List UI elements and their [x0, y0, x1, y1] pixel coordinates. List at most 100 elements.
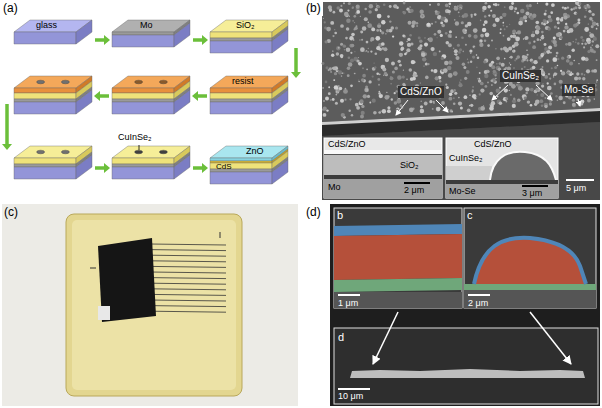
- layer-front: [210, 88, 272, 93]
- grain: [563, 101, 566, 104]
- grain: [426, 23, 431, 28]
- grain: [446, 41, 450, 45]
- grain: [541, 36, 545, 40]
- grain: [351, 114, 353, 116]
- layer-side: [174, 155, 190, 179]
- grain: [496, 89, 500, 93]
- panel-label: (c): [4, 206, 18, 220]
- grain: [341, 75, 343, 77]
- grain: [349, 98, 351, 100]
- grain: [473, 28, 478, 33]
- grain: [541, 31, 544, 34]
- grain: [557, 58, 559, 60]
- grain: [474, 47, 475, 48]
- grain: [500, 32, 502, 34]
- grain: [369, 102, 371, 104]
- grain: [550, 92, 553, 95]
- grain: [509, 90, 510, 91]
- grain: [553, 75, 554, 76]
- grain: [437, 107, 440, 110]
- grain: [413, 71, 414, 72]
- grain: [472, 89, 474, 91]
- grain: [387, 109, 391, 113]
- grain: [376, 46, 380, 50]
- grain: [492, 14, 496, 18]
- grain: [512, 50, 514, 52]
- inset-image: [324, 154, 442, 155]
- grain: [548, 18, 552, 22]
- grain: [575, 41, 577, 43]
- grain: [371, 27, 375, 31]
- grain: [548, 73, 550, 75]
- grain: [585, 8, 586, 9]
- grain: [517, 98, 520, 101]
- cell-stripe: [150, 283, 226, 284]
- cell-stripe: [150, 255, 226, 256]
- grain: [391, 62, 395, 66]
- grain: [399, 53, 403, 57]
- layer-label: CdS: [216, 162, 232, 171]
- grain: [403, 35, 406, 38]
- grain: [456, 56, 460, 60]
- grain: [541, 71, 545, 75]
- grain: [455, 21, 459, 25]
- grain: [399, 41, 404, 46]
- grain: [385, 33, 386, 34]
- grain: [372, 99, 376, 103]
- grain: [514, 42, 519, 47]
- grain: [323, 100, 325, 102]
- grain: [418, 37, 421, 40]
- grain: [469, 94, 470, 95]
- grain: [322, 62, 325, 65]
- inset-image: [446, 166, 492, 180]
- grain: [362, 74, 366, 78]
- grain: [543, 19, 547, 23]
- scale-bar: [522, 185, 548, 187]
- grain: [584, 74, 586, 76]
- grain: [394, 67, 398, 71]
- leader-line: [492, 85, 508, 100]
- grain: [378, 84, 380, 86]
- grain: [465, 44, 467, 46]
- grain: [467, 108, 471, 112]
- grain: [364, 88, 369, 93]
- grain: [458, 97, 460, 99]
- grain: [553, 40, 557, 44]
- grain: [448, 34, 452, 38]
- grain: [535, 30, 540, 35]
- grain: [343, 89, 348, 94]
- grain: [479, 43, 483, 47]
- grain: [563, 30, 566, 33]
- grain: [513, 67, 515, 69]
- grain: [539, 99, 543, 103]
- grain: [511, 2, 514, 5]
- surface-texture: [322, 1, 600, 119]
- grain: [449, 97, 453, 101]
- grain: [509, 5, 514, 10]
- grain: [480, 20, 482, 22]
- grain: [566, 60, 569, 63]
- grain: [429, 100, 432, 103]
- grain: [509, 24, 510, 25]
- grain: [449, 6, 450, 7]
- process-arrow-head: [104, 35, 110, 45]
- grain: [370, 39, 372, 41]
- grain: [453, 102, 456, 105]
- grain: [479, 39, 483, 43]
- grain: [479, 93, 481, 95]
- grain: [353, 39, 355, 41]
- grain: [593, 37, 597, 41]
- grain: [433, 69, 437, 73]
- grain: [572, 99, 575, 102]
- grain: [491, 61, 494, 64]
- grain: [453, 71, 458, 76]
- grain: [500, 28, 502, 30]
- scale-bar: [566, 179, 594, 181]
- grain: [352, 39, 353, 40]
- via-hole: [135, 150, 143, 154]
- grain: [382, 109, 386, 113]
- grain: [592, 20, 594, 22]
- grain: [361, 78, 365, 82]
- grain: [531, 33, 535, 37]
- grain: [378, 23, 380, 25]
